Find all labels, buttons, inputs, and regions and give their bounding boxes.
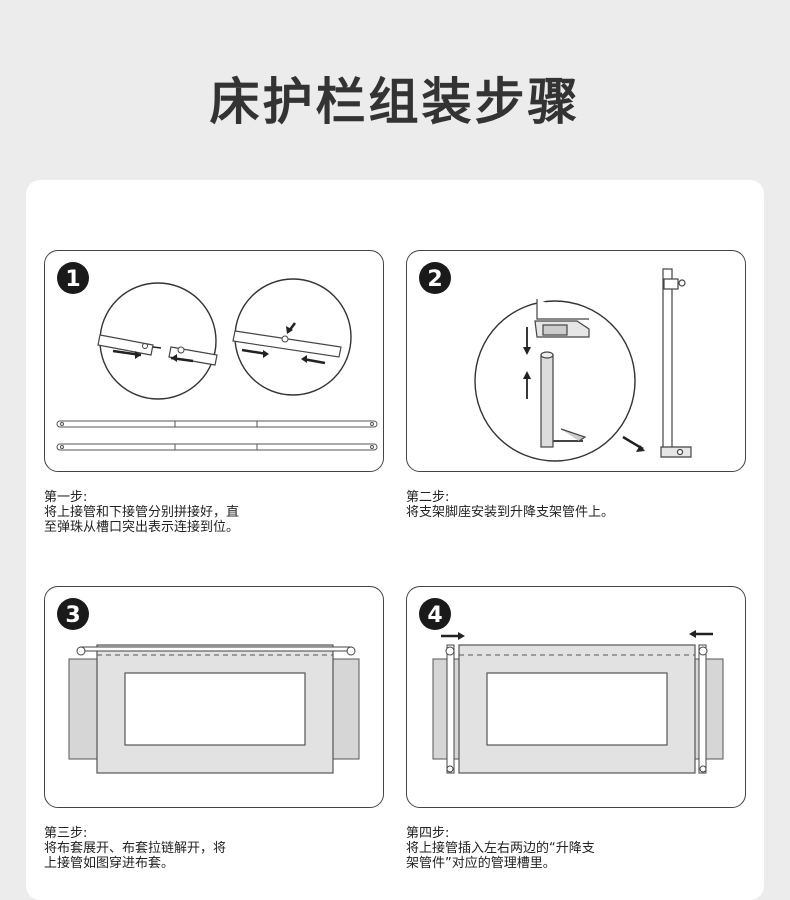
detail-circle [474,300,636,462]
mesh-window [124,672,306,746]
step-2-caption-title: 第二步: [406,490,450,505]
step-1-panel: 1 1. [44,250,384,472]
step-3-caption-line: 将布套展开、布套拉链解开，将 [44,841,227,856]
tube-pair-joined [232,322,342,365]
step-2-badge [419,262,451,294]
bracket-top [534,299,590,338]
step-3-badge-number: 3 [65,603,80,628]
fabric-cover [432,644,724,774]
step-1-badge [57,262,89,294]
step-2-panel: 2 [406,250,746,472]
step-1-caption-line: 至弹珠从槽口突出表示连接到位。 [44,520,240,535]
step-4-badge [419,598,451,630]
step-1-caption-title: 第一步: [44,490,88,505]
step-3-badge [57,598,89,630]
mesh-window [486,672,668,746]
top-tube [76,646,356,656]
step-4-caption: 第四步: 将上接管插入左右两边的“升降支 架管件”对应的管理槽里。 [406,826,595,871]
step-3-caption: 第三步: 将布套展开、布套拉链解开，将 上接管如图穿进布套。 [44,826,226,871]
fabric-cover [68,644,360,774]
step-1-badge-number: 1 [65,267,80,292]
step-4-caption-title: 第四步: [406,826,450,841]
step-1-caption-line: 将上接管和下接管分别拼接好，直 [44,505,240,520]
step-4-caption-line: 架管件”对应的管理槽里。 [406,856,556,871]
up-arrow [523,371,531,399]
tube-pair-before [97,334,218,366]
step-2-caption-line: 将支架脚座安装到升降支架管件上。 [406,505,615,520]
assembled-tubes [56,420,378,451]
step-1-caption: 第一步: 将上接管和下接管分别拼接好，直 至弹珠从槽口突出表示连接到位。 [44,490,239,535]
page-title: 床护栏组装步骤 [209,73,581,131]
side-poles [445,644,708,774]
step-2-badge-number: 2 [427,267,442,292]
left-arrow-out [441,632,465,640]
step-3-caption-line: 上接管如图穿进布套。 [44,856,175,871]
step-4-badge-number: 4 [427,603,442,628]
step-4-caption-line: 将上接管插入左右两边的“升降支 [406,841,595,856]
step-4-panel: 4 [406,586,746,808]
diagonal-arrow [622,435,645,452]
support-pole [660,268,692,458]
step-3-caption-title: 第三步: [44,826,88,841]
right-arrow-out [689,630,713,638]
upright-tube [540,351,587,448]
down-arrow [523,327,531,355]
step-2-caption: 第二步: 将支架脚座安装到升降支架管件上。 [406,490,614,520]
step-3-panel: 3 [44,586,384,808]
